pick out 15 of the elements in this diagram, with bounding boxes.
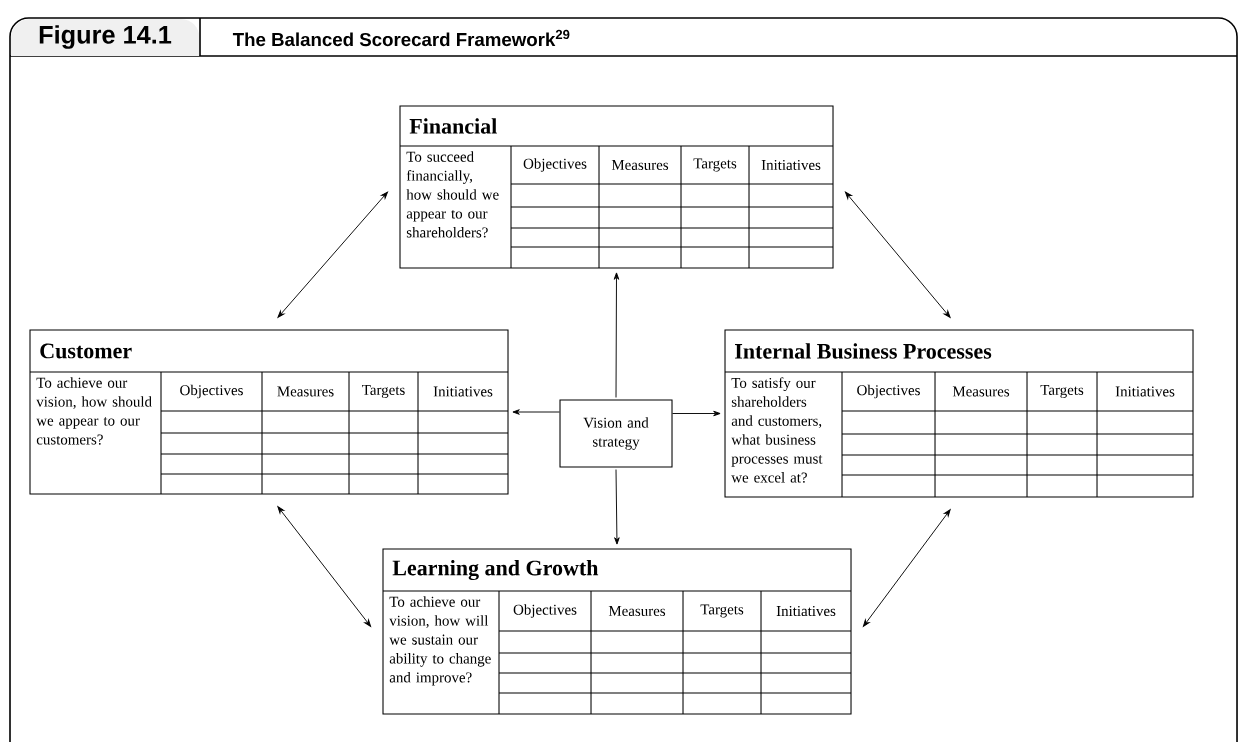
vision-box: Vision and strategy — [559, 399, 673, 468]
scorecard-table: Internal Business Processes To satisfy our shareholders and customers, what business processes must we excel at? Objectives Measures Targets Initiatives — [724, 329, 1194, 498]
arrow — [512, 409, 560, 415]
scorecard-table: Financial To succeed financially, how should we appear to our shareholders? Objectives Measures Targets Initiatives — [399, 105, 834, 269]
arrow — [672, 410, 721, 417]
arrow — [613, 272, 620, 398]
arrow — [862, 509, 951, 627]
arrow — [614, 469, 620, 545]
arrow — [277, 191, 389, 318]
arrow — [844, 191, 951, 318]
figure-tab: Figure 14.1 — [11, 17, 201, 57]
scorecard-table: Learning and Growth To achieve our vision, how will we sustain our ability to change and improve? Objectives Measures Targets Initiatives — [382, 548, 852, 715]
arrow — [277, 506, 372, 627]
figure-title: The Balanced Scorecard Framework$^{29}$ — [232, 29, 570, 47]
scorecard-table: Customer To achieve our vision, how should we appear to our customers? Objectives Measures Targets Initiatives — [29, 329, 509, 495]
